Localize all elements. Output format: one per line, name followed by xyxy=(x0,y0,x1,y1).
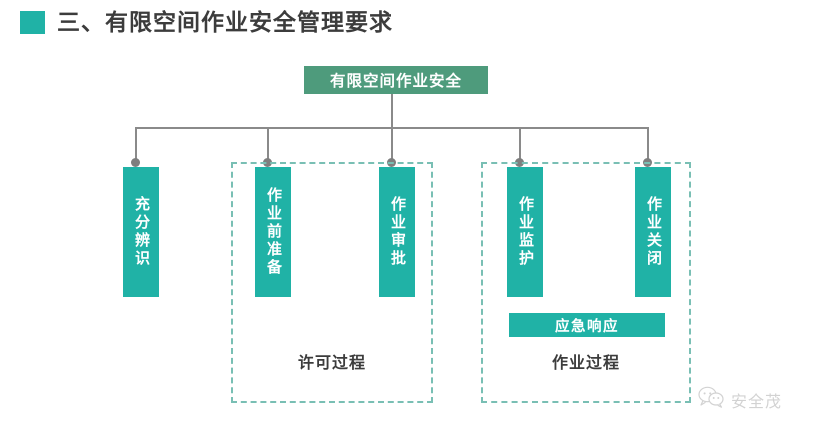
wechat-bubbles-icon xyxy=(698,386,724,413)
emergency-response-box[interactable]: 应急响应 xyxy=(509,313,665,337)
group-label-work: 作业过程 xyxy=(551,355,620,372)
group-frame-permit: 许可过程 xyxy=(231,162,433,403)
connector-root-stem xyxy=(391,94,393,128)
group-frame-work: 作业过程 xyxy=(481,162,691,403)
node-box-4[interactable]: 作业监护 xyxy=(507,167,543,297)
watermark: 安全茂 xyxy=(698,386,782,413)
header-bullet-icon xyxy=(20,11,45,34)
page-title: 三、有限空间作业安全管理要求 xyxy=(57,9,393,35)
connector-dot-1 xyxy=(131,158,140,167)
node-box-5[interactable]: 作业关闭 xyxy=(635,167,671,297)
connector-drop-4 xyxy=(519,127,521,163)
root-node[interactable]: 有限空间作业安全 xyxy=(304,66,488,94)
connector-drop-3 xyxy=(391,127,393,163)
node-box-1[interactable]: 充分辨识 xyxy=(123,167,159,297)
node-box-2[interactable]: 作业前准备 xyxy=(255,167,291,297)
connector-drop-2 xyxy=(267,127,269,163)
slide-header: 三、有限空间作业安全管理要求 xyxy=(0,0,815,46)
group-label-permit: 许可过程 xyxy=(297,355,366,372)
node-box-3[interactable]: 作业审批 xyxy=(379,167,415,297)
connector-drop-1 xyxy=(135,127,137,163)
watermark-text: 安全茂 xyxy=(731,393,783,411)
connector-drop-5 xyxy=(647,127,649,163)
